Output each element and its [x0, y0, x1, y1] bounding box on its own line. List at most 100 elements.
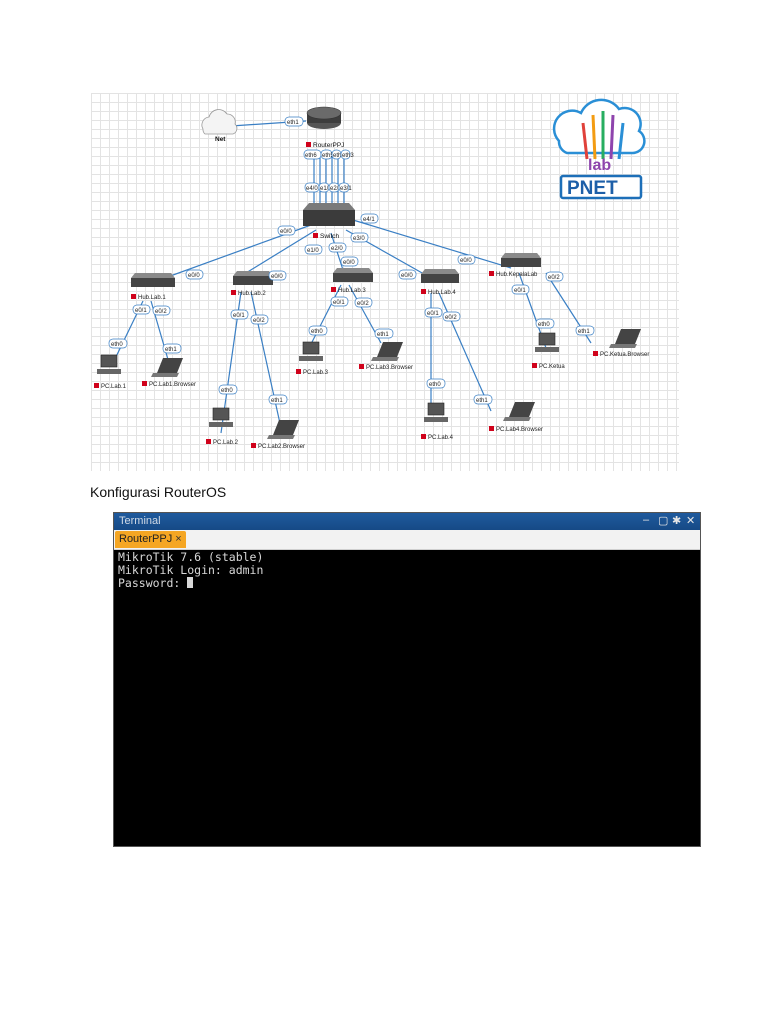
close-icon[interactable]: ✕	[686, 515, 696, 527]
pc2-label: PC.Lab.2	[213, 440, 239, 446]
pc5-label: PC.Ketua	[539, 364, 565, 370]
laptop-icon[interactable]	[371, 342, 403, 361]
status-indicator	[421, 434, 426, 439]
svg-text:e0/1: e0/1	[233, 313, 245, 319]
topology-canvas: Net RouterPPJ Switch Hub.Lab.1 Hub.Lab.2	[94, 98, 649, 450]
svg-text:eth1: eth1	[287, 120, 299, 126]
svg-text:eth1: eth1	[578, 329, 590, 335]
svg-text:eth0: eth0	[429, 382, 441, 388]
hub4-label: Hub.Lab.4	[428, 290, 456, 296]
svg-text:e0/0: e0/0	[188, 273, 200, 279]
restore-icon[interactable]: ▢	[658, 515, 669, 527]
pc5b-label: PC.Ketua.Browser	[600, 352, 649, 358]
hub-icon[interactable]	[233, 271, 273, 285]
svg-text:e0/0: e0/0	[271, 274, 283, 280]
text-cursor	[187, 577, 194, 588]
svg-text:eth5: eth5	[322, 153, 334, 159]
svg-text:e0/0: e0/0	[343, 260, 355, 266]
svg-text:e4/0: e4/0	[306, 186, 318, 192]
svg-text:eth6: eth6	[305, 153, 317, 159]
status-indicator	[331, 287, 336, 292]
status-indicator	[251, 443, 256, 448]
status-indicator	[593, 351, 598, 356]
pc-icon[interactable]	[209, 407, 233, 427]
svg-text:lab: lab	[588, 157, 611, 174]
svg-text:e0/2: e0/2	[253, 318, 265, 324]
svg-text:eth0: eth0	[311, 329, 323, 335]
status-indicator	[359, 364, 364, 369]
hub-icon[interactable]	[131, 273, 175, 287]
terminal-line: MikroTik 7.6 (stable)	[118, 550, 264, 564]
svg-text:e4/1: e4/1	[363, 217, 375, 223]
hub-icon[interactable]	[501, 253, 541, 267]
pc4b-label: PC.Lab4.Browser	[496, 427, 543, 433]
terminal-window[interactable]: Terminal – ▢ ✱ ✕ RouterPPJ× MikroTik 7.6…	[113, 512, 701, 847]
tab-label: RouterPPJ	[119, 533, 173, 545]
pc1-label: PC.Lab.1	[101, 384, 127, 390]
cloud-label: Net	[215, 136, 226, 143]
status-indicator	[206, 439, 211, 444]
terminal-title-bar[interactable]: Terminal – ▢ ✱ ✕	[114, 513, 700, 530]
laptop-icon[interactable]	[151, 358, 183, 377]
svg-text:eth1: eth1	[271, 398, 283, 404]
pc4-label: PC.Lab.4	[428, 435, 454, 441]
status-indicator	[306, 142, 311, 147]
pc-icon[interactable]	[424, 402, 448, 422]
terminal-prompt-line[interactable]: Password:	[118, 577, 696, 590]
svg-text:e0/2: e0/2	[548, 275, 560, 281]
svg-text:e0/2: e0/2	[445, 315, 457, 321]
pc1b-label: PC.Lab1.Browser	[149, 382, 196, 388]
svg-text:eth4: eth4	[333, 153, 345, 159]
section-caption: Konfigurasi RouterOS	[90, 484, 227, 500]
gear-icon[interactable]: ✱	[672, 515, 682, 527]
laptop-icon[interactable]	[503, 402, 535, 421]
status-indicator	[142, 381, 147, 386]
svg-text:e0/0: e0/0	[460, 258, 472, 264]
terminal-output[interactable]: MikroTik 7.6 (stable) MikroTik Login: ad…	[114, 550, 700, 846]
pc-icon[interactable]	[97, 354, 121, 374]
status-indicator	[532, 363, 537, 368]
pc3-label: PC.Lab.3	[303, 370, 329, 376]
tab-close-icon[interactable]: ×	[175, 533, 182, 545]
switch-icon[interactable]	[303, 203, 355, 226]
status-indicator	[296, 369, 301, 374]
terminal-tab-bar: RouterPPJ×	[114, 530, 700, 550]
svg-text:e1/1: e1/1	[320, 186, 332, 192]
pc-icon[interactable]	[535, 332, 559, 352]
terminal-line: MikroTik Login: admin	[118, 563, 264, 577]
svg-text:e0/1: e0/1	[135, 308, 147, 314]
laptop-icon[interactable]	[609, 329, 641, 348]
router-label: RouterPPJ	[313, 142, 344, 149]
port-labels: eth1 eth6 eth5 eth4 eth3 e4/0 e1/1 e2/1 …	[108, 116, 595, 405]
svg-text:e3/1: e3/1	[340, 186, 352, 192]
hub2-label: Hub.Lab.2	[238, 291, 266, 297]
router-icon[interactable]	[306, 106, 342, 129]
terminal-title: Terminal	[119, 515, 161, 527]
tab-routerppj[interactable]: RouterPPJ×	[115, 531, 186, 548]
svg-text:e0/1: e0/1	[427, 311, 439, 317]
svg-text:eth1: eth1	[165, 347, 177, 353]
svg-text:e0/2: e0/2	[155, 309, 167, 315]
laptop-icon[interactable]	[267, 420, 299, 439]
svg-text:e0/0: e0/0	[401, 273, 413, 279]
hub1-label: Hub.Lab.1	[138, 295, 166, 301]
status-indicator	[421, 289, 426, 294]
svg-text:eth1: eth1	[377, 332, 389, 338]
pnet-lab-logo: lab PNET	[552, 98, 646, 200]
password-prompt: Password:	[118, 576, 188, 590]
hub-icon[interactable]	[421, 269, 459, 283]
switch-label: Switch	[320, 233, 340, 240]
hub-icon[interactable]	[333, 268, 373, 282]
status-indicator	[231, 290, 236, 295]
svg-text:eth1: eth1	[476, 398, 488, 404]
svg-text:eth0: eth0	[221, 388, 233, 394]
pnet-logo-text: PNET	[567, 178, 618, 199]
status-indicator	[131, 294, 136, 299]
cloud-icon[interactable]	[201, 109, 238, 135]
status-indicator	[489, 271, 494, 276]
minimize-icon[interactable]: –	[643, 514, 650, 526]
pc3b-label: PC.Lab3.Browser	[366, 365, 413, 371]
svg-text:e1/0: e1/0	[307, 248, 319, 254]
status-indicator	[489, 426, 494, 431]
pc-icon[interactable]	[299, 341, 323, 361]
